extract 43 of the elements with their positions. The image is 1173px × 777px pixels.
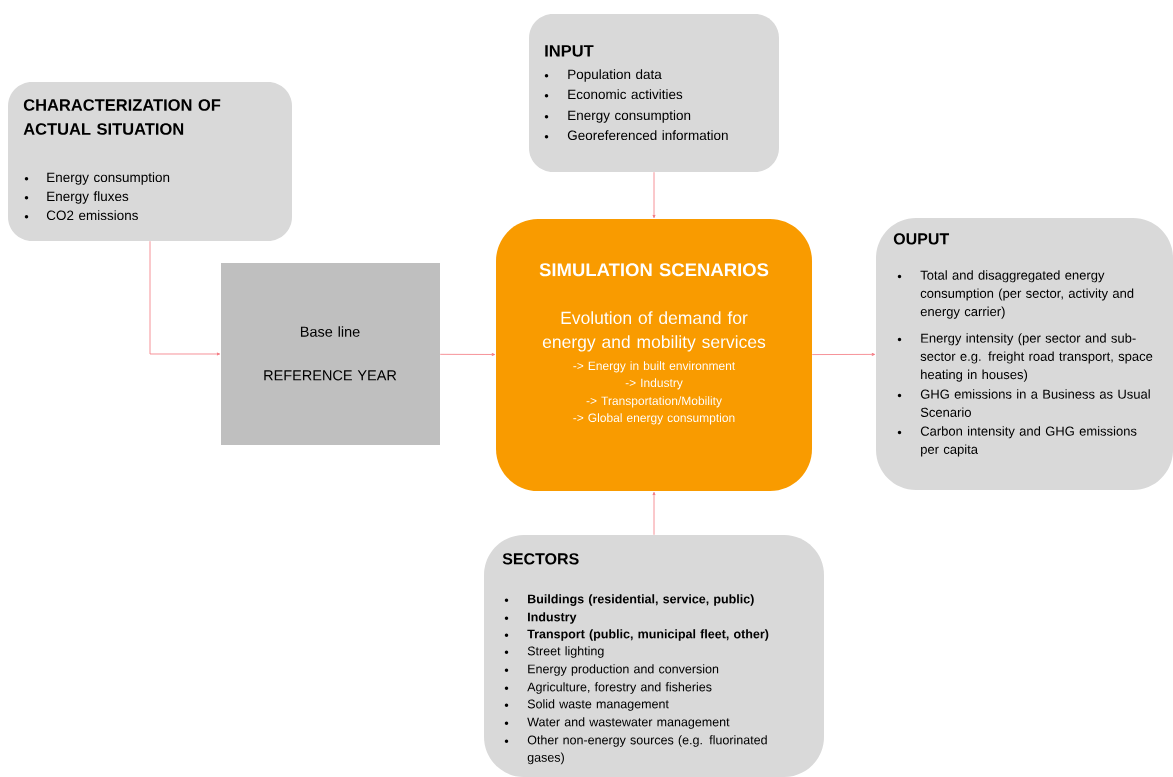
info-box (876, 218, 1173, 490)
info-box (484, 535, 824, 777)
box-text: -> Transportation/Mobility (586, 396, 722, 408)
arrow (652, 491, 656, 536)
process-box (221, 263, 440, 445)
bullet-item: Buildings (residential, service, public) (504, 594, 754, 606)
bullet-item: Street lighting (504, 646, 604, 658)
bullet-item: Georeferenced information (544, 130, 728, 141)
bullet-item: Water and wastewater management (504, 717, 730, 729)
bullet-item: Solid waste management (504, 699, 669, 711)
bullet-item: Industry (504, 612, 577, 624)
info-box (529, 14, 779, 172)
bullet-item: Energy consumption (24, 172, 170, 185)
arrow (439, 353, 496, 356)
bullet-item: Population data (544, 69, 662, 82)
bullet-item: Energy intensity (per sector and sub-sector e.g. freight road transport, space heating in houses) (897, 333, 1153, 382)
box-text: -> Global energy consumption (573, 413, 735, 425)
box-text: -> Energy in built environment (573, 361, 736, 373)
box-heading: INPUT (545, 45, 594, 57)
bullet-item: GHG emissions in a Business as Usual Scenario (897, 389, 1150, 417)
box-text: Base line (300, 326, 360, 337)
box-text: -> Industry (625, 378, 683, 390)
box-heading: CHARACTERIZATION OF ACTUAL SITUATION (23, 99, 221, 135)
process-box (496, 219, 812, 491)
arrow (652, 171, 656, 219)
box-heading: SIMULATION SCENARIOS (539, 263, 769, 277)
bullet-item: Total and disaggregated energy consumption (per sector, activity and energy carrier) (897, 270, 1134, 319)
bullet-item: CO2 emissions (24, 210, 138, 221)
arrow (811, 352, 876, 356)
box-text: Evolution of demand for energy and mobility services (542, 311, 766, 352)
bullet-item: Economic activities (544, 89, 683, 100)
bullet-item: Energy fluxes (24, 191, 129, 204)
bullet-item: Agriculture, forestry and fisheries (504, 682, 712, 694)
bullet-item: Transport (public, municipal fleet, other) (504, 629, 769, 641)
box-text: REFERENCE YEAR (264, 370, 397, 381)
bullet-item: Carbon intensity and GHG emissions per capita (897, 426, 1137, 457)
arrow (149, 240, 221, 356)
bullet-item: Energy production and conversion (504, 664, 719, 676)
bullet-item: Other non-energy sources (e.g. fluorinated gases) (504, 735, 767, 765)
box-heading: OUPUT (893, 233, 950, 245)
box-heading: SECTORS (502, 553, 579, 565)
info-box (8, 82, 292, 241)
bullet-item: Energy consumption (544, 110, 691, 123)
